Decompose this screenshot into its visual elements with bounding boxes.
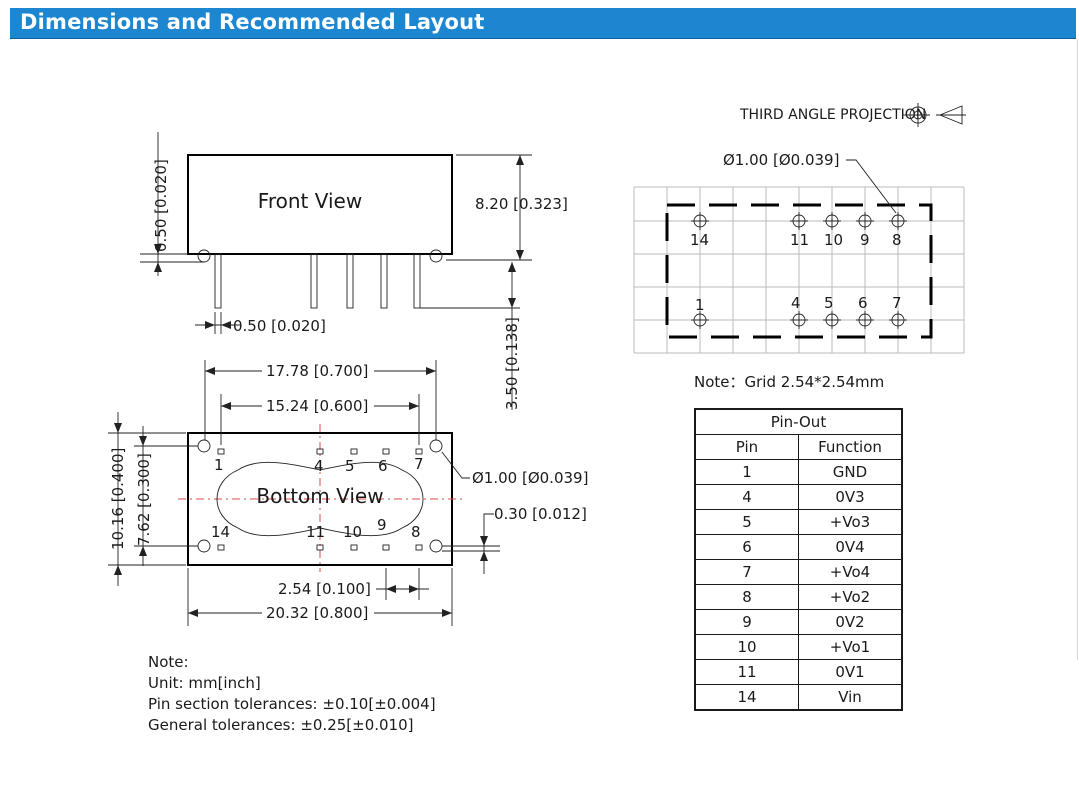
layout-pin-label: 8 — [892, 231, 902, 249]
pinout-function-cell: +Vo2 — [798, 584, 903, 610]
bv-hole-dim: Ø1.00 [Ø0.039] — [472, 469, 588, 487]
front-height-dim: 8.20 [0.323] — [475, 195, 568, 213]
total-width-dim: 20.32 [0.800] — [266, 604, 368, 622]
notes-heading: Note: — [148, 653, 189, 671]
pinout-row: 10+Vo1 — [694, 634, 903, 660]
bottom-view: Bottom View 1 4 5 6 7 14 11 10 9 8 — [108, 360, 588, 626]
pinout-pin-cell: 10 — [694, 634, 799, 660]
pinout-pin-cell: 11 — [694, 659, 799, 685]
layout-pin-label: 5 — [824, 294, 834, 312]
pinout-row: 8+Vo2 — [694, 584, 903, 610]
bv-pin-label: 14 — [211, 523, 230, 541]
bv-pin-label: 6 — [378, 457, 388, 475]
pinout-function-cell: Vin — [798, 684, 903, 711]
pitch-dim: 2.54 [0.100] — [278, 580, 371, 598]
notes-general-tolerance: General tolerances: ±0.25[±0.010] — [148, 716, 414, 734]
pinout-function-cell: +Vo3 — [798, 509, 903, 535]
pinout-function-cell: 0V2 — [798, 609, 903, 635]
pin-width-dim: 0.50 [0.020] — [233, 317, 326, 335]
pinout-function-cell: +Vo4 — [798, 559, 903, 585]
notes-pin-tolerance: Pin section tolerances: ±0.10[±0.004] — [148, 695, 436, 713]
pinout-pin-cell: 4 — [694, 484, 799, 510]
grid-note: Note：Grid 2.54*2.54mm — [694, 373, 884, 391]
layout-hole-dim: Ø1.00 [Ø0.039] — [723, 151, 839, 169]
bottom-view-label: Bottom View — [256, 484, 383, 508]
pads — [691, 212, 907, 329]
pinout-pin-cell: 1 — [694, 459, 799, 485]
bv-pin-label: 4 — [314, 457, 324, 475]
bv-pin-label: 7 — [414, 455, 424, 473]
pinout-pin-cell: 6 — [694, 534, 799, 560]
bv-pin-label: 10 — [343, 523, 362, 541]
pinout-function-cell: 0V1 — [798, 659, 903, 685]
pinout-row: 7+Vo4 — [694, 559, 903, 585]
layout-pin-label: 7 — [892, 294, 902, 312]
bv-pin-dim: 0.30 [0.012] — [494, 505, 587, 523]
page-edge — [1077, 40, 1078, 660]
outer-pin-dim: 17.78 [0.700] — [266, 362, 368, 380]
notes-unit: Unit: mm[inch] — [148, 674, 261, 692]
pinout-function-cell: +Vo1 — [798, 634, 903, 660]
bv-pin-label: 11 — [306, 523, 325, 541]
notes: Note: Unit: mm[inch] Pin section toleran… — [148, 652, 436, 736]
bv-pin-label: 1 — [214, 456, 224, 474]
pinout-function-cell: 0V4 — [798, 534, 903, 560]
front-view-label: Front View — [258, 189, 362, 213]
pinout-function-cell: 0V3 — [798, 484, 903, 510]
layout-pin-label: 4 — [791, 294, 801, 312]
front-view: Front View 8.20 [0.323] 3.50 [0.138] 0.5… — [140, 132, 568, 410]
pcb-layout-grid: 14 11 10 9 8 1 4 5 6 7 Ø1.00 [Ø0.039] No… — [633, 151, 965, 391]
pinout-title: Pin-Out — [694, 408, 903, 435]
layout-pin-label: 1 — [695, 296, 705, 314]
layout-pin-label: 14 — [690, 231, 709, 249]
pinout-row: 5+Vo3 — [694, 509, 903, 535]
pinout-col-function: Function — [798, 434, 903, 460]
row-spacing-dim: 7.62 [0.300] — [135, 453, 153, 546]
pinout-pin-cell: 7 — [694, 559, 799, 585]
projection-symbol-icon — [902, 103, 966, 127]
pinout-col-pin: Pin — [694, 434, 799, 460]
bv-pin-label: 9 — [377, 516, 387, 534]
pinout-pin-cell: 8 — [694, 584, 799, 610]
projection-label: THIRD ANGLE PROJECTION — [739, 107, 926, 123]
section-title: Dimensions and Recommended Layout — [20, 10, 485, 34]
pinout-function-cell: GND — [798, 459, 903, 485]
layout-pin-label: 11 — [790, 231, 809, 249]
standoff-dim: 0.50 [0.020] — [152, 159, 170, 252]
inner-pin-dim: 15.24 [0.600] — [266, 397, 368, 415]
layout-pin-label: 6 — [858, 294, 868, 312]
pinout-pin-cell: 5 — [694, 509, 799, 535]
pin-length-dim: 3.50 [0.138] — [503, 317, 521, 410]
pinout-pin-cell: 14 — [694, 684, 799, 711]
body-height-dim: 10.16 [0.400] — [109, 448, 127, 550]
pinout-pin-cell: 9 — [694, 609, 799, 635]
layout-pin-label: 9 — [860, 231, 870, 249]
layout-pin-label: 10 — [824, 231, 843, 249]
section-header: Dimensions and Recommended Layout — [10, 8, 1076, 39]
bv-pin-label: 8 — [411, 523, 421, 541]
bv-pin-label: 5 — [345, 457, 355, 475]
